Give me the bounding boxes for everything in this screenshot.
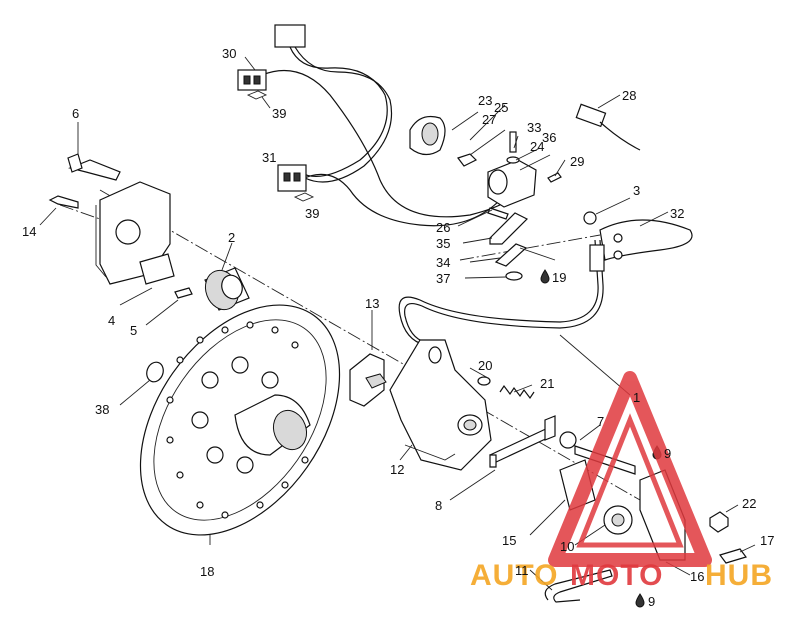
part-labels: 30 39 6 14 2 4 5 13 38 18 31 39 23 25 27… [22,46,774,609]
label-31: 31 [262,150,276,165]
label-11: 11 [515,563,529,578]
switch-28 [575,103,641,151]
disc-holes [166,321,309,519]
brake-cable [398,239,605,346]
label-37: 37 [436,271,450,286]
label-24: 24 [530,139,544,154]
label-14: 14 [22,224,36,239]
connector-31 [277,164,315,202]
label-17: 17 [760,533,774,548]
label-26: 26 [436,220,450,235]
label-2: 2 [228,230,235,245]
warning-triangle-icon [548,371,712,567]
label-19: 19 [552,270,566,285]
label-9b: 9 [648,594,655,609]
harness-connector-top [274,24,306,48]
label-4: 4 [108,313,115,328]
label-6: 6 [72,106,79,121]
watermark-moto: MOTO [570,559,663,592]
oil-drop-icon [540,269,550,284]
bracket-8 [489,415,636,475]
brake-disc-18 [139,304,341,536]
spacer-2 [204,267,250,311]
label-3: 3 [633,183,640,198]
label-39b: 39 [305,206,319,221]
label-39a: 39 [272,106,286,121]
label-38: 38 [95,402,109,417]
label-34: 34 [436,255,450,270]
watermark-text: AUTO MOTO HUB [470,559,773,592]
caliper-12 [389,339,492,471]
label-13: 13 [365,296,379,311]
label-35: 35 [436,236,450,251]
oil-drop-icon [635,593,645,608]
label-28: 28 [622,88,636,103]
watermark-auto: AUTO [470,559,558,592]
label-1: 1 [633,390,640,405]
label-18: 18 [200,564,214,579]
label-36: 36 [542,130,556,145]
brake-pad-13 [349,353,387,407]
label-16: 16 [690,569,704,584]
lever-small-parts [487,207,597,281]
watermark-hub: HUB [705,559,773,592]
label-21: 21 [540,376,554,391]
label-8: 8 [435,498,442,513]
label-23: 23 [478,93,492,108]
label-33: 33 [527,120,541,135]
label-20: 20 [478,358,492,373]
label-30: 30 [222,46,236,61]
label-32: 32 [670,206,684,221]
label-10: 10 [560,539,574,554]
label-7: 7 [597,414,604,429]
label-9a: 9 [664,446,671,461]
wiring-harness [261,24,521,227]
brake-lever-32 [599,219,693,261]
label-29: 29 [570,154,584,169]
watermark-logo [548,371,712,567]
o-ring-38 [146,361,164,383]
label-25: 25 [494,100,508,115]
lever-housing [409,115,562,208]
spring-21 [477,376,535,400]
label-27: 27 [482,112,496,127]
connector-30 [237,69,268,100]
label-15: 15 [502,533,516,548]
label-22: 22 [742,496,756,511]
label-12: 12 [390,462,404,477]
leader-lines [39,56,756,591]
mount-bracket [48,153,193,299]
label-5: 5 [130,323,137,338]
